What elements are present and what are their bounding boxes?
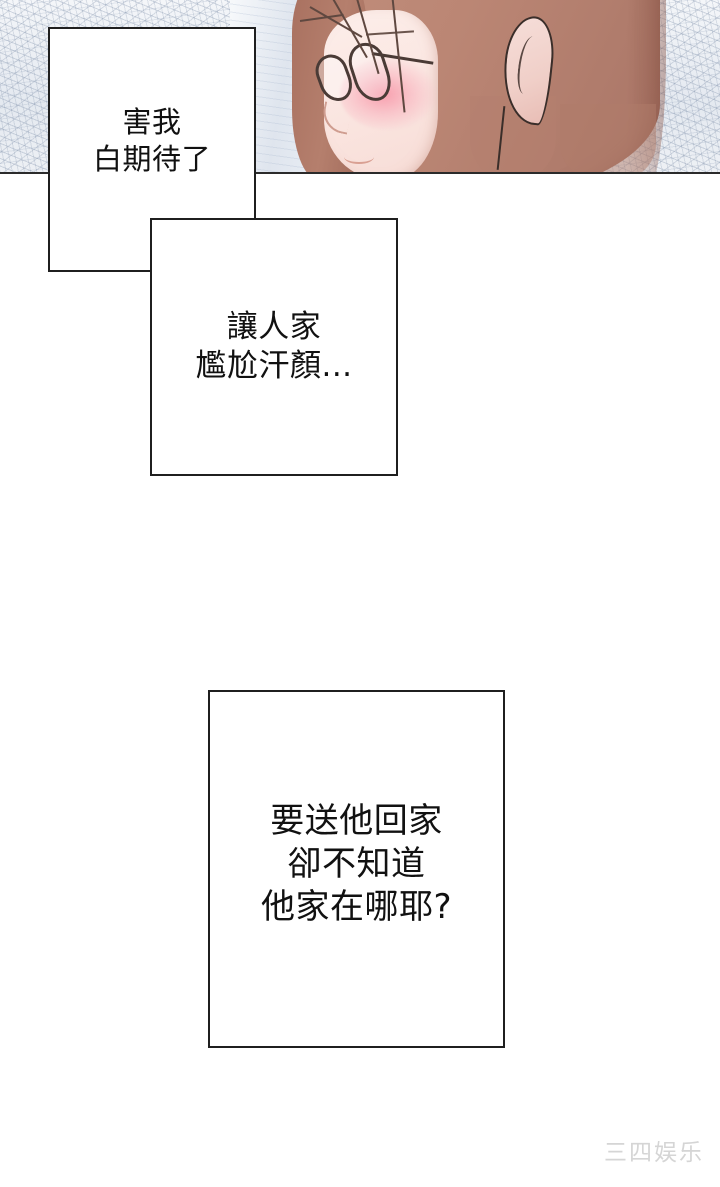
speech-bubble-2-text: 讓人家 尷尬汗顏... [195, 309, 353, 385]
speech-bubble-3 [208, 690, 505, 1048]
speech-bubble-3-text: 要送他回家 卻不知道 他家在哪耶? [260, 801, 453, 927]
site-watermark: 三四娱乐 [604, 1140, 704, 1166]
panel-bottom-border [0, 172, 720, 174]
speech-bubble-1-bottom-edge [48, 270, 152, 272]
character-mouth [344, 150, 374, 164]
speech-bubble-2 [150, 218, 398, 476]
speech-bubble-1-text: 害我 白期待了 [92, 105, 211, 176]
hair-shading-notch-right [560, 104, 656, 174]
speech-bubble-seam-mask [152, 268, 254, 274]
character-blush [340, 58, 436, 130]
comic-panel [0, 0, 720, 174]
